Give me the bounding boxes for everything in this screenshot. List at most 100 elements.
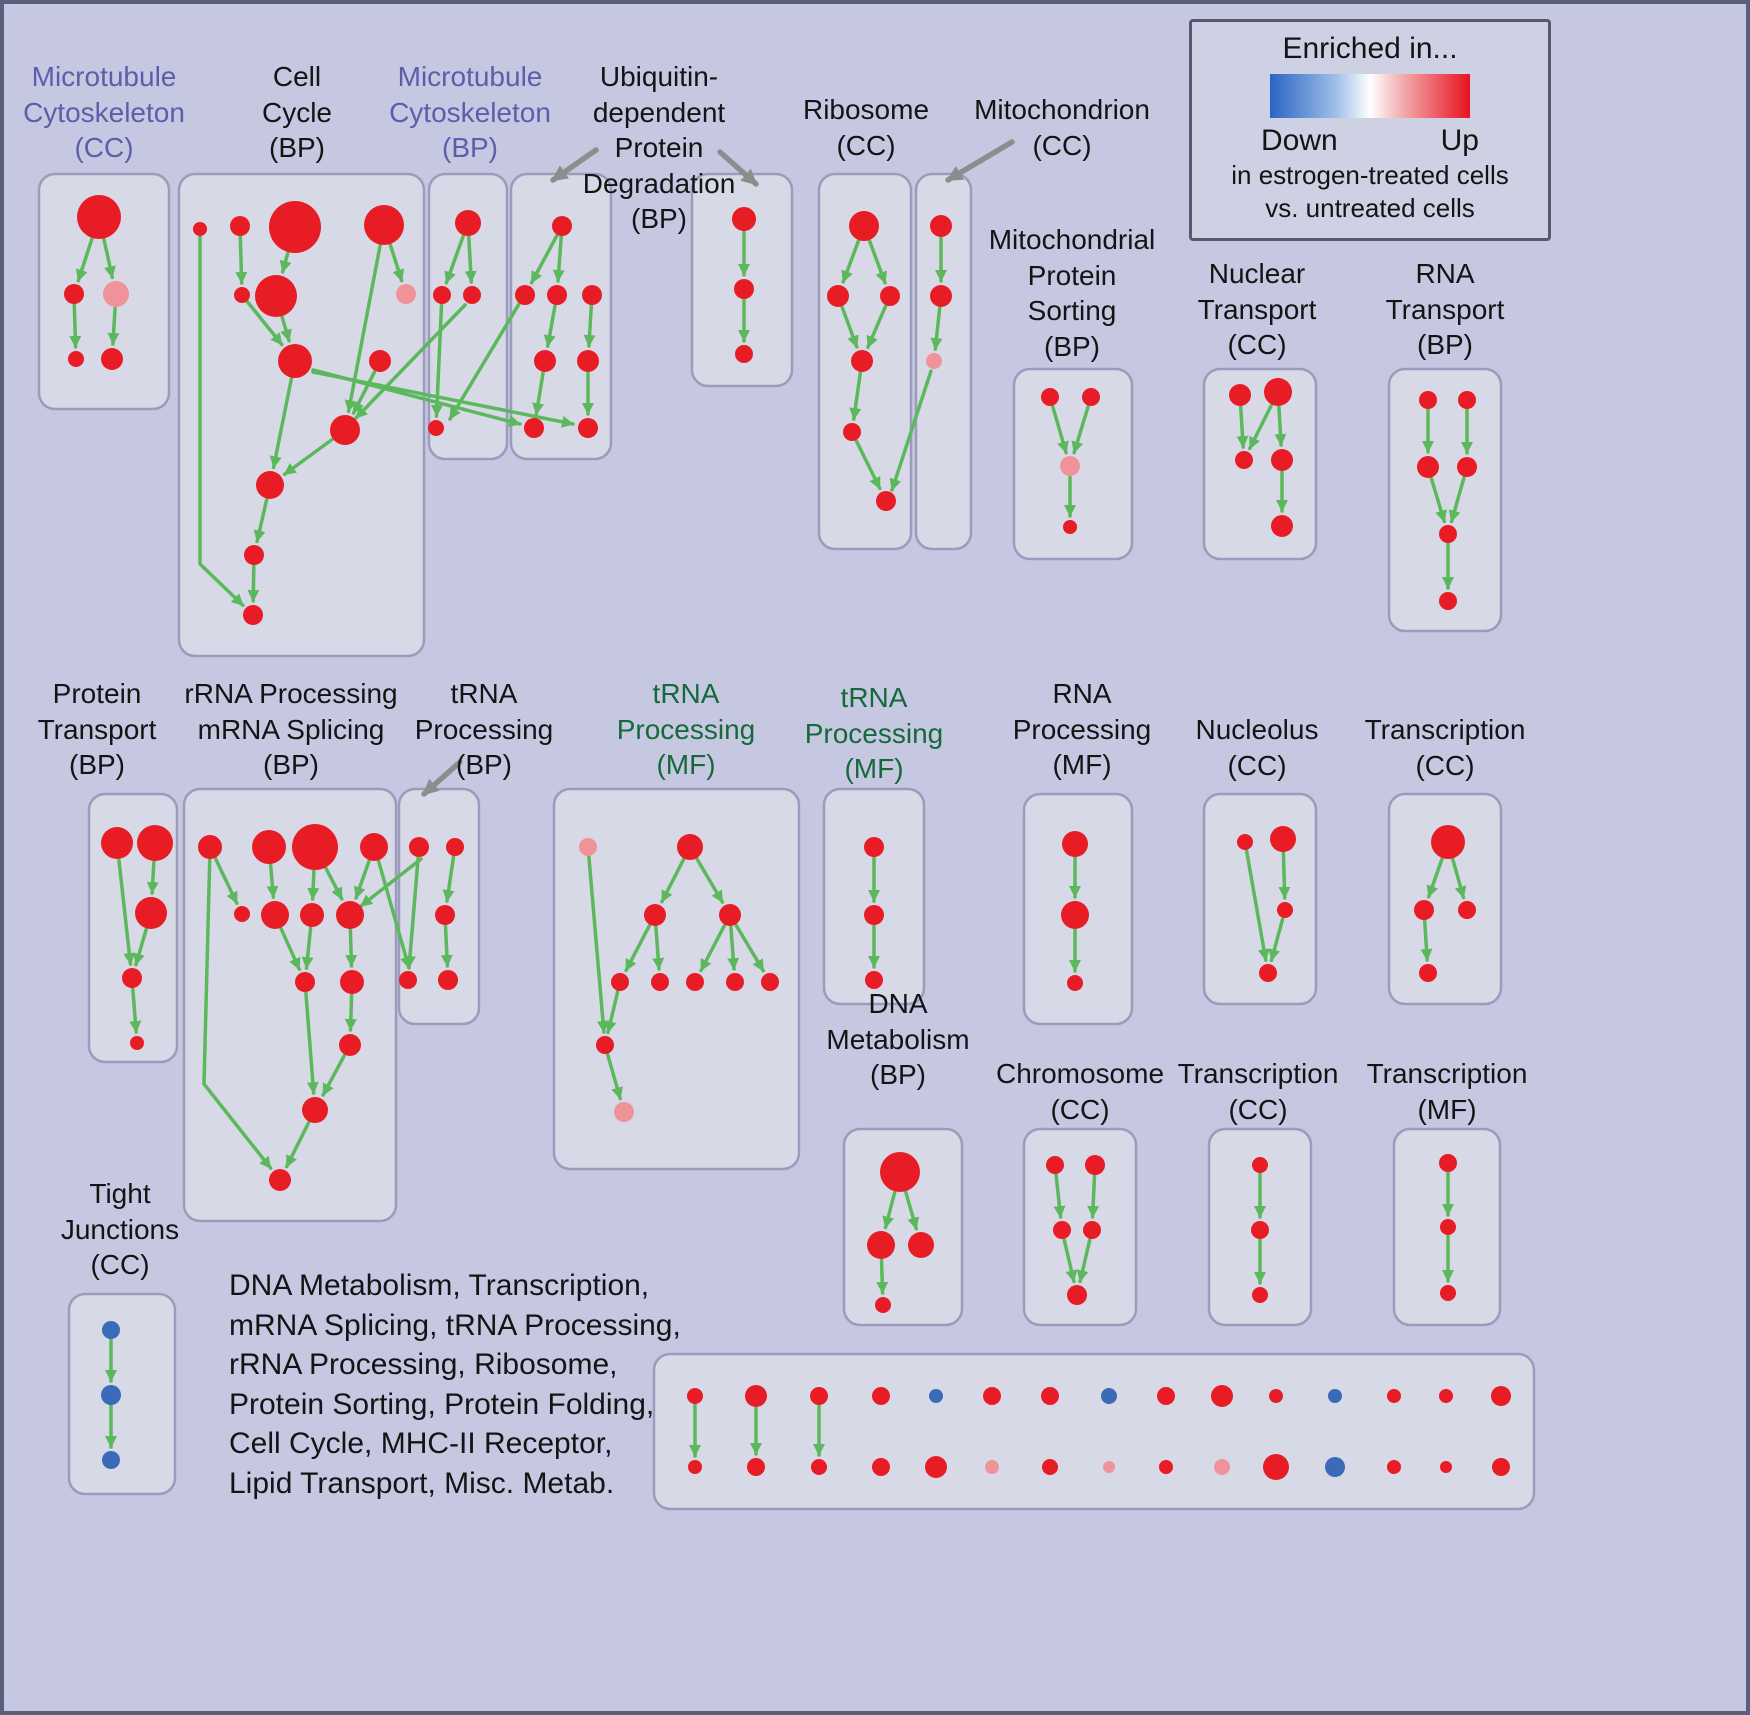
gene-node [1046,1156,1064,1174]
edge-arrow [605,1052,623,1101]
edge-arrow [727,925,740,971]
gene-node [1061,901,1089,929]
gene-node [122,968,142,988]
label-pointer-arrow [945,139,1015,183]
cross-cluster-edge-arrow [889,369,933,492]
misc-groups-text: DNA Metabolism, Transcription, mRNA Spli… [229,1269,681,1500]
cross-cluster-edge-arrow [359,857,423,908]
gene-node [926,353,942,369]
gene-node [929,1389,943,1403]
edge-arrow [543,304,557,348]
edge-arrow [854,439,882,491]
gene-node [68,351,84,367]
edge-arrow [304,991,319,1095]
gene-node [596,1036,614,1054]
gene-node [1042,1459,1058,1475]
cross-cluster-edge-arrow [354,303,467,420]
edge-arrow [324,866,344,901]
gene-node [1269,1389,1283,1403]
edge-arrow [1053,1173,1066,1219]
edge-arrow [280,315,292,343]
gene-node [515,285,535,305]
edge-arrow [266,863,279,899]
edge-arrow [284,1120,311,1169]
gene-node [340,970,364,994]
edge-arrow [1076,1237,1092,1284]
cluster-box-trna-bp [397,787,481,1026]
gene-node [1439,1389,1453,1403]
cluster-label-tight-junctions: Tight Junctions (CC) [60,1178,180,1281]
edge-arrow [253,497,269,544]
edge-arrow [1274,405,1287,447]
edge-arrow [102,237,116,280]
gene-node [101,1385,121,1405]
edge-arrow [307,869,320,901]
gene-node [880,286,900,306]
edge-arrow [1236,405,1249,449]
edge-arrow [930,306,943,351]
gene-node [1387,1460,1401,1474]
cluster-label-mito-protein-sorting: Mitochondrial Protein Sorting (BP) [988,224,1156,362]
gene-node [1157,1387,1175,1405]
cluster-box-dna-metabolism [842,1127,964,1327]
cluster-label-microtubule-bp: Microtubule Cytoskeleton (BP) [389,61,551,164]
cluster-label-chromosome: Chromosome (CC) [995,1058,1165,1125]
gene-node [1325,1457,1345,1477]
edge-arrow [882,1190,897,1230]
gene-node [687,1388,703,1404]
gene-node [102,1451,120,1469]
gene-node [339,1034,361,1056]
gene-node [827,285,849,307]
legend-up-label: Up [1440,124,1479,157]
network-diagram [37,139,1536,1511]
cluster-label-protein-transport: Protein Transport (BP) [37,678,157,781]
cluster-label-dna-metabolism: DNA Metabolism (BP) [826,988,970,1091]
edge-arrow [279,251,292,274]
gene-node [1439,1154,1457,1172]
gene-node [438,970,458,990]
gene-node [428,420,444,436]
edge-arrow [1448,475,1466,524]
cluster-box-rna-transport [1387,367,1503,633]
gene-node [1491,1386,1511,1406]
edge-arrow [587,855,609,1034]
gene-node [252,830,286,864]
gene-node [399,971,417,989]
edge-arrow [202,858,273,1170]
edge-arrow [75,237,94,283]
gene-node [1237,834,1253,850]
legend-title: Enriched in... [1282,32,1458,65]
gene-node [876,491,896,511]
edge-arrow [388,243,405,283]
cross-cluster-edge-arrow [448,302,521,421]
gene-node [463,286,481,304]
gene-node [446,838,464,856]
gene-node [1440,1461,1452,1473]
gene-node [1252,1157,1268,1173]
gene-node [64,284,84,304]
label-pointer-arrow [550,147,599,183]
edge-arrow [1420,919,1433,962]
gene-node [872,1458,890,1476]
edge-arrow [583,304,596,348]
cluster-label-transcription-cc-1: Transcription (CC) [1364,714,1526,781]
cluster-label-cell-cycle: Cell Cycle (BP) [261,61,332,164]
edge-arrow [344,243,382,414]
edge-arrow [660,857,686,904]
edge-arrow [198,235,245,608]
edge-arrow [904,1190,920,1231]
edge-arrow [1244,849,1270,962]
legend-subtitle-line2: vs. untreated cells [1265,193,1475,223]
cluster-box-chromosome [1022,1127,1138,1327]
gene-node [930,215,952,237]
gene-node [101,827,133,859]
gene-node [1414,900,1434,920]
legend-down-label: Down [1261,124,1338,157]
gene-node [851,350,873,372]
edge-arrow [532,371,545,416]
gene-node [1271,449,1293,471]
gene-node [1458,901,1476,919]
edge-arrow [552,235,565,283]
gene-node [261,901,289,929]
edge-arrow [529,233,559,285]
